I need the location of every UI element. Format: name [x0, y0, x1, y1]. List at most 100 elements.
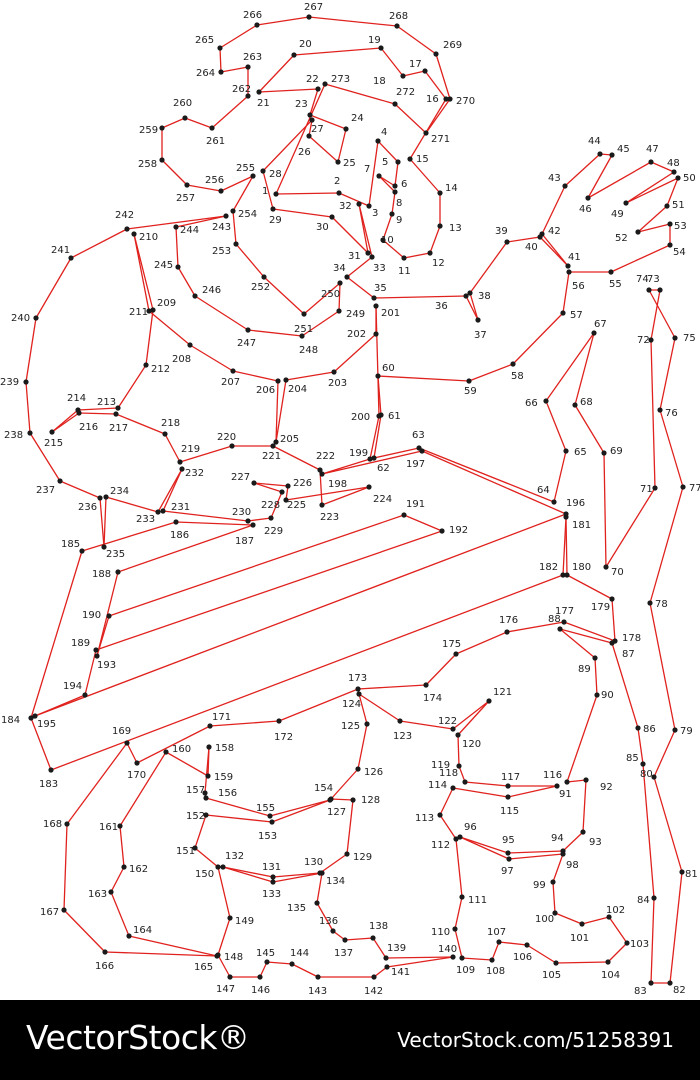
dot-number-122: 122 [438, 716, 457, 727]
dot-37 [475, 317, 481, 323]
dot-number-237: 237 [36, 485, 55, 496]
dot-number-33: 33 [373, 263, 386, 274]
line-segment-179-180 [566, 574, 613, 600]
line-segment-252-253 [235, 243, 265, 278]
dot-157 [202, 790, 208, 796]
line-segment-178-179 [611, 598, 616, 642]
dot-23 [307, 112, 313, 118]
dot-121 [486, 698, 492, 704]
dot-60 [375, 373, 381, 379]
line-segment-216-217 [78, 412, 117, 415]
line-segment-27-28 [262, 119, 313, 172]
dot-number-180: 180 [572, 562, 591, 573]
dot-273 [322, 81, 328, 87]
line-segment-205-206 [275, 380, 279, 443]
dot-number-28: 28 [269, 169, 282, 180]
dot-22 [315, 86, 321, 92]
dot-218 [162, 431, 168, 437]
line-segment-199-200 [369, 415, 380, 460]
dot-number-269: 269 [443, 40, 462, 51]
line-segment-24-25 [337, 128, 347, 163]
dot-number-170: 170 [127, 770, 146, 781]
dot-146 [257, 974, 263, 980]
dot-161 [117, 823, 123, 829]
dot-number-113: 113 [415, 813, 434, 824]
line-segment-102-103 [608, 916, 628, 944]
dot-132 [220, 864, 226, 870]
dot-5 [395, 159, 401, 165]
line-segment-264-265 [219, 47, 222, 73]
line-segment-8-9 [391, 191, 396, 215]
line-segment-145-146 [259, 961, 268, 978]
dot-55 [608, 269, 614, 275]
line-segment-59-60 [377, 375, 470, 382]
line-segment-190-191 [108, 514, 405, 617]
line-segment-177-178 [563, 621, 616, 642]
dot-105 [553, 960, 559, 966]
dot-80 [651, 774, 657, 780]
line-segment-22-23 [309, 88, 319, 116]
dot-114 [450, 785, 456, 791]
line-segment-267-268 [308, 16, 398, 27]
dot-number-14: 14 [445, 183, 458, 194]
line-segment-271-272 [394, 103, 427, 134]
line-segment-192-193 [95, 530, 443, 651]
dot-68 [572, 402, 578, 408]
dot-101 [579, 921, 585, 927]
line-segment-46-47 [587, 161, 652, 199]
dot-number-3: 3 [372, 208, 378, 219]
dot-number-13: 13 [449, 223, 462, 234]
line-segment-195-196 [34, 513, 567, 717]
dot-269 [433, 51, 439, 57]
dot-number-224: 224 [373, 494, 392, 505]
line-segment-68-69 [574, 404, 605, 454]
dot-41 [565, 263, 571, 269]
line-segment-153-154 [271, 799, 331, 823]
dot-205 [273, 439, 279, 445]
line-segment-105-106 [526, 944, 557, 964]
dot-200 [376, 413, 382, 419]
dot-number-132: 132 [225, 851, 244, 862]
dot-74 [646, 287, 652, 293]
dot-number-160: 160 [172, 744, 191, 755]
dot-number-140: 140 [438, 944, 457, 955]
dot-number-251: 251 [294, 324, 313, 335]
line-segment-251-252 [263, 276, 305, 315]
line-segment-101-102 [581, 916, 610, 925]
line-segment-32-33 [358, 203, 373, 258]
dot-number-91: 91 [559, 789, 572, 800]
dot-268 [394, 23, 400, 29]
line-segment-113-114 [439, 787, 454, 816]
dot-number-246: 246 [202, 285, 221, 296]
line-segment-234-235 [103, 496, 107, 548]
line-segment-159-160 [165, 751, 209, 777]
dot-number-89: 89 [578, 664, 591, 675]
dot-13 [437, 223, 443, 229]
dot-number-193: 193 [97, 660, 116, 671]
dot-number-19: 19 [368, 35, 381, 46]
dot-91 [564, 779, 570, 785]
dot-number-124: 124 [342, 699, 361, 710]
dot-number-39: 39 [495, 226, 508, 237]
dot-number-24: 24 [351, 113, 364, 124]
dot-174 [423, 682, 429, 688]
dot-number-74: 74 [636, 274, 649, 285]
dot-193 [93, 647, 99, 653]
dot-number-92: 92 [600, 782, 613, 793]
line-segment-203-204 [285, 371, 335, 381]
dot-number-188: 188 [92, 569, 111, 580]
dot-131 [270, 874, 276, 880]
dot-250 [337, 280, 343, 286]
line-segment-237-238 [29, 432, 61, 482]
dot-number-258: 258 [138, 159, 157, 170]
dot-number-242: 242 [115, 210, 134, 221]
dot-79 [672, 727, 678, 733]
dot-230 [245, 518, 251, 524]
dot-number-72: 72 [637, 335, 650, 346]
line-segment-263-264 [220, 66, 249, 73]
line-segment-132-133 [222, 866, 274, 883]
line-segment-217-218 [115, 413, 166, 435]
dot-213 [115, 405, 121, 411]
dot-160 [163, 749, 169, 755]
line-segment-49-50 [625, 177, 679, 204]
